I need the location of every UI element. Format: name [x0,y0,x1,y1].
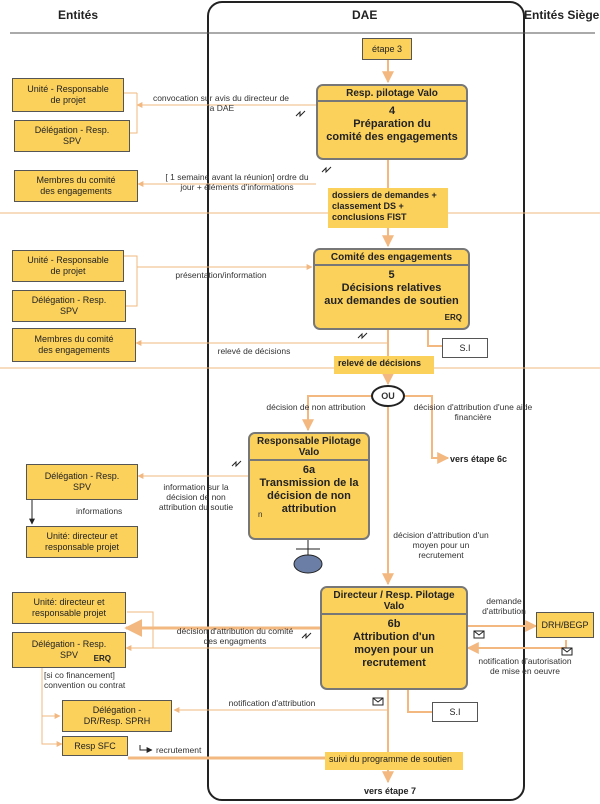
lightning-icon [301,632,312,640]
lightning-icon [357,332,368,340]
box-si[interactable]: S.I [432,702,478,722]
link-vers-etape-7[interactable]: vers étape 7 [363,786,417,796]
note-dossiers: dossiers de demandes + classement DS + c… [328,188,448,228]
box-delegation-spv[interactable]: Délégation - Resp.SPV [12,290,126,322]
step-title: Directeur / Resp. Pilotage Valo [322,588,466,615]
arrow-ou-step6a [302,395,374,432]
column-header-dae: DAE [352,8,378,22]
dae-lane-frame [207,1,525,801]
note-releve-decisions: relevé de décisions [334,356,434,374]
erq-tag: ERQ [93,654,111,663]
box-drh-begp[interactable]: DRH/BEGP [536,612,594,638]
label-non-attribution: décision de non attribution [266,402,366,412]
label-si-cofinancement: [si co financement]convention ou contrat [44,670,126,690]
label-releve: relevé de décisions [217,346,291,356]
box-resp-sfc[interactable]: Resp SFC [62,736,128,756]
box-delegation-spv[interactable]: Délégation - Resp.SPV ERQ [12,632,126,668]
lightning-icon [295,110,306,118]
ou-gateway-label: OU [381,391,395,401]
box-si[interactable]: S.I [442,338,488,358]
lightning-icon [231,460,242,468]
note-suivi-programme: suivi du programme de soutien [325,752,463,770]
step-5-node[interactable]: Comité des engagements 5 Décisions relat… [313,248,470,330]
column-header-entites: Entités [58,8,99,22]
column-header-entites-siege: Entités Siège [524,8,600,22]
label-presentation: présentation/information [175,270,267,280]
label-informations: informations [76,506,123,516]
step-title: Resp. pilotage Valo [318,86,466,102]
arrow-step5-si1 [427,330,442,347]
label-notif-attribution: notification d'attribution [228,698,316,708]
label-recrutement: recrutement [156,745,202,755]
box-delegation-sprh[interactable]: Délégation -DR/Resp. SPRH [62,700,172,732]
arrow-step6b-si2 [407,690,432,713]
start-step-3[interactable]: étape 3 [362,38,412,60]
step-title: Comité des engagements [315,250,468,266]
box-delegation-spv[interactable]: Délégation - Resp.SPV [14,120,130,152]
erq-tag: ERQ [444,313,462,322]
arrow-ou-6c [400,395,450,464]
terminal-end [293,554,323,574]
step-6b-node[interactable]: Directeur / Resp. Pilotage Valo 6b Attri… [320,586,468,690]
step-4-node[interactable]: Resp. pilotage Valo 4 Préparation du com… [316,84,468,160]
arrow-drh-step6b [466,640,567,654]
lightning-icon [321,166,332,174]
ou-gateway-shape [371,385,405,407]
link-vers-etape-6c[interactable]: vers étape 6c [450,454,508,464]
box-delegation-spv[interactable]: Délégation - Resp.SPV [26,464,138,500]
